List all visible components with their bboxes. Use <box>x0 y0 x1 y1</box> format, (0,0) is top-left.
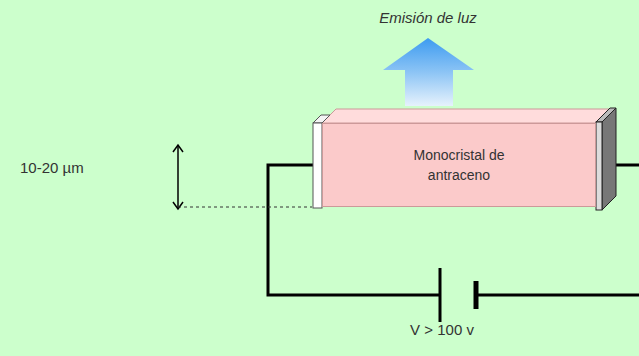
dimension-line <box>177 146 179 208</box>
dimension-arrowhead <box>173 145 183 152</box>
voltage-label: V > 100 v <box>410 321 474 339</box>
electrode <box>313 123 322 208</box>
electrode <box>596 122 602 210</box>
light-arrow <box>383 38 474 106</box>
electrode <box>602 108 616 210</box>
dimension-leader <box>178 207 312 208</box>
battery-plate <box>439 268 442 322</box>
dimension-arrowhead <box>173 202 183 209</box>
crystal-top <box>322 109 610 123</box>
emission-label: Emisión de luz <box>379 9 477 27</box>
wire <box>476 294 639 297</box>
crystal-label: Monocristal de antraceno <box>394 145 524 185</box>
battery-plate <box>474 281 479 309</box>
dimension-label: 10-20 µm <box>20 159 84 177</box>
electrode <box>313 115 330 123</box>
crystal-box: Monocristal de antraceno <box>322 123 596 207</box>
